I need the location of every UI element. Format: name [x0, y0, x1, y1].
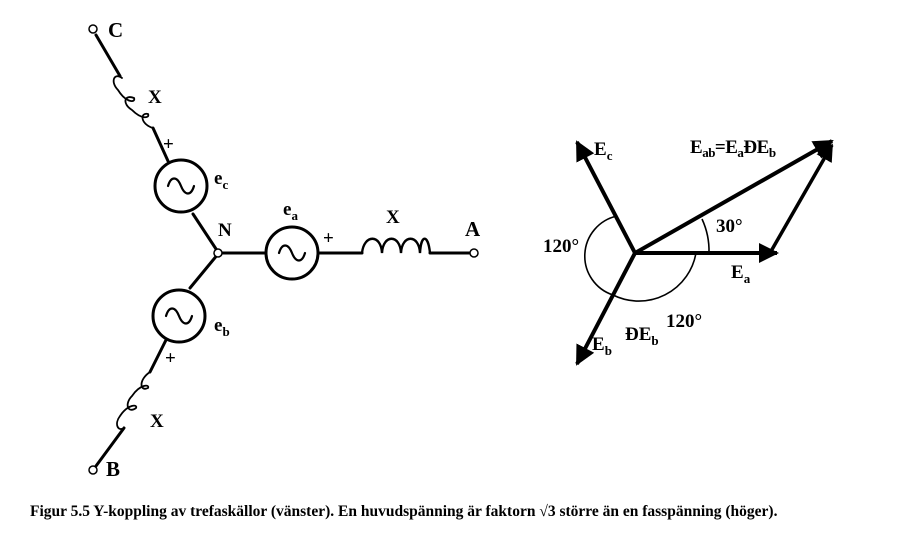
angle-arc-30 [701, 218, 710, 254]
angle-120-left-label: 120° [543, 236, 579, 257]
angle-120-bottom-label: 120° [666, 311, 702, 332]
phasor-eb-label: Eb [592, 334, 612, 358]
source-eb-sine [164, 307, 194, 325]
y-connection-circuit [88, 24, 479, 475]
terminal-c-label: C [108, 18, 123, 42]
terminal-c-dot [88, 24, 98, 34]
source-eb-label: eb [214, 315, 230, 339]
wire-inductor-c-to-terminal [94, 33, 122, 78]
angle-arc-120-left [583, 215, 618, 296]
neutral-label: N [218, 220, 232, 241]
source-ec-sine [166, 177, 196, 195]
inductor-b-coil [116, 371, 151, 430]
neutral-node [213, 248, 223, 258]
reactance-a-label: X [386, 207, 400, 228]
wire-source-b-to-inductor [148, 338, 168, 374]
terminal-b-dot [88, 465, 98, 475]
phasor-diagram [575, 139, 834, 366]
source-ec-symbol [153, 158, 209, 214]
reactance-c-label: X [148, 87, 162, 108]
plus-sign-a: + [323, 228, 334, 249]
figure-canvas: C B A N X X X + + + ec eb ea Ec Ea Eb ĐE… [88, 18, 834, 481]
phasor-ec-label: Ec [594, 139, 613, 163]
phasor-ec-arrow [575, 140, 637, 254]
wire-source-c-to-inductor [151, 126, 170, 163]
source-ea-label: ea [283, 199, 298, 223]
source-ea-sine [277, 244, 307, 262]
terminal-a-dot [469, 248, 479, 258]
figure-caption: Figur 5.5 Y-koppling av trefaskällor (vä… [30, 503, 778, 520]
phasor-eb-arrow [575, 252, 637, 366]
plus-sign-b: + [165, 348, 176, 369]
phasor-neg-eb-label: ĐEb [625, 324, 659, 348]
wire-inductor-b-to-terminal [94, 426, 126, 468]
inductor-c-coil [112, 75, 154, 129]
wire-n-to-source-c [191, 212, 220, 254]
terminal-b-label: B [106, 457, 120, 481]
source-ec-label: ec [214, 168, 228, 192]
terminal-a-label: A [465, 217, 481, 241]
source-eb-symbol [151, 288, 207, 344]
phasor-neg-eb-arrow [768, 143, 834, 254]
phasor-eab-label: Eab=EaĐEb [690, 137, 776, 160]
phasor-ea-label: Ea [731, 262, 751, 286]
plus-sign-c: + [163, 134, 174, 155]
reactance-b-label: X [150, 411, 164, 432]
wire-n-to-source-b [188, 252, 220, 290]
angle-30-label: 30° [716, 216, 743, 237]
inductor-a-coil [360, 237, 432, 255]
angle-arc-120-bottom [612, 252, 697, 302]
phasor-eab-arrow [634, 139, 834, 255]
